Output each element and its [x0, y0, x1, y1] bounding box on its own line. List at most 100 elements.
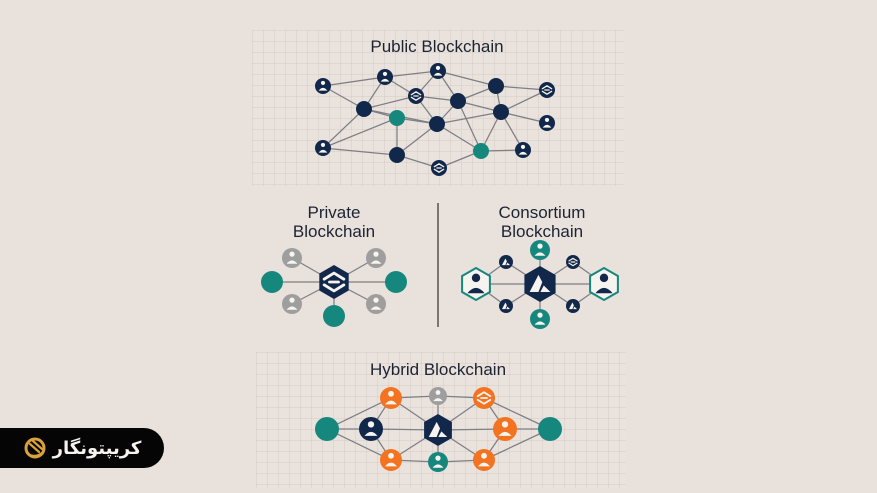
- hybrid-node-bt: [428, 452, 448, 472]
- hybrid-network-grid: [256, 352, 626, 488]
- user-head-icon: [501, 421, 509, 428]
- consortium-node-5-hexagon: [589, 266, 619, 302]
- public-node-n1: [488, 78, 504, 94]
- public-network-link: [500, 89, 548, 113]
- hybrid-network-link: [483, 397, 551, 430]
- public-node-c3: [431, 160, 447, 176]
- public-node-n1-circle: [488, 78, 504, 94]
- public-network-link: [457, 100, 482, 152]
- private-node-3-circle: [261, 271, 283, 293]
- public-network-link: [384, 70, 439, 78]
- user-body-icon: [595, 287, 613, 294]
- public-node-u5: [315, 140, 331, 156]
- consortium-node-8-circle: [530, 309, 550, 329]
- public-node-u4: [539, 115, 555, 131]
- consortium-title-line-2: Blockchain: [500, 222, 584, 241]
- user-body-icon: [364, 431, 378, 436]
- user-body-icon: [370, 260, 382, 264]
- public-network-link: [437, 70, 497, 87]
- consortium-node-6: [499, 299, 513, 313]
- consortium-node-1: [530, 240, 550, 260]
- user-head-icon: [388, 452, 394, 459]
- private-node-5: [282, 294, 302, 314]
- hybrid-node-mr-circle: [493, 417, 517, 441]
- hybrid-node-ul: [380, 387, 402, 409]
- consortium-node-1-circle: [530, 240, 550, 260]
- consortium-central-node: [524, 266, 556, 302]
- user-head-icon: [599, 273, 609, 283]
- public-node-u3: [430, 63, 446, 79]
- public-node-t2-circle: [473, 143, 489, 159]
- public-node-u2-circle: [377, 69, 393, 85]
- consortium-node-4-hexagon: [461, 266, 491, 302]
- private-central-node: [319, 265, 349, 299]
- user-body-icon: [542, 124, 552, 128]
- public-node-u1: [315, 78, 331, 94]
- user-body-icon: [518, 151, 528, 155]
- user-head-icon: [537, 312, 543, 318]
- private-node-2: [366, 248, 386, 268]
- user-head-icon: [289, 297, 295, 303]
- public-node-n2: [356, 101, 372, 117]
- hybrid-blockchain-title: Hybrid Blockchain: [369, 360, 507, 379]
- user-body-icon: [385, 462, 397, 467]
- public-network-grid: [252, 30, 624, 186]
- private-node-6-circle: [366, 294, 386, 314]
- public-node-n5: [429, 116, 445, 132]
- public-node-u6: [515, 142, 531, 158]
- user-body-icon: [433, 398, 443, 402]
- user-body-icon: [370, 306, 382, 310]
- public-network-link: [495, 85, 548, 91]
- chain-link-icon: [322, 271, 346, 293]
- user-head-icon: [382, 71, 388, 77]
- user-head-icon: [481, 452, 487, 459]
- user-head-icon: [435, 390, 441, 395]
- hybrid-node-br-circle: [473, 449, 495, 471]
- chain-link-icon: [476, 391, 492, 405]
- chain-link-icon: [433, 163, 445, 173]
- consortium-node-5: [589, 266, 619, 302]
- user-body-icon: [318, 149, 328, 153]
- user-head-icon: [373, 251, 379, 257]
- public-node-n4-circle: [493, 104, 509, 120]
- private-blockchain-title: Private Blockchain: [248, 203, 420, 241]
- section-divider: [437, 203, 439, 327]
- hybrid-node-ug-circle: [429, 387, 447, 405]
- public-node-u5-circle: [315, 140, 331, 156]
- public-node-c1: [539, 82, 555, 98]
- private-node-7-circle: [323, 305, 345, 327]
- public-node-t1-circle: [389, 110, 405, 126]
- user-head-icon: [544, 117, 550, 123]
- user-head-icon: [435, 65, 441, 71]
- user-body-icon: [534, 252, 546, 256]
- private-node-4-circle: [385, 271, 407, 293]
- triangle-mark-icon: [501, 258, 511, 266]
- user-head-icon: [320, 80, 326, 86]
- triangle-mark-icon: [501, 302, 511, 310]
- user-head-icon: [367, 421, 375, 428]
- hybrid-node-br: [473, 449, 495, 471]
- public-node-c2: [408, 88, 424, 104]
- user-body-icon: [498, 431, 512, 436]
- public-network-link: [396, 123, 438, 156]
- public-node-u4-circle: [539, 115, 555, 131]
- cryptonegar-logo-badge: کریپتونگار: [0, 428, 164, 468]
- logo-text: کریپتونگار: [52, 437, 142, 459]
- public-node-n2-circle: [356, 101, 372, 117]
- hybrid-node-rt: [538, 417, 562, 441]
- public-node-u3-circle: [430, 63, 446, 79]
- hybrid-node-ml-circle: [359, 417, 383, 441]
- public-network-link: [322, 108, 365, 149]
- user-body-icon: [467, 287, 485, 294]
- hybrid-node-bt-circle: [428, 452, 448, 472]
- consortium-title-line-1: Consortium: [498, 203, 586, 222]
- hybrid-node-ml: [359, 417, 383, 441]
- triangle-mark-icon: [568, 302, 578, 310]
- public-network-link: [322, 117, 398, 149]
- user-head-icon: [320, 142, 326, 148]
- hybrid-node-bl-circle: [380, 449, 402, 471]
- user-head-icon: [520, 144, 526, 150]
- public-node-n4: [493, 104, 509, 120]
